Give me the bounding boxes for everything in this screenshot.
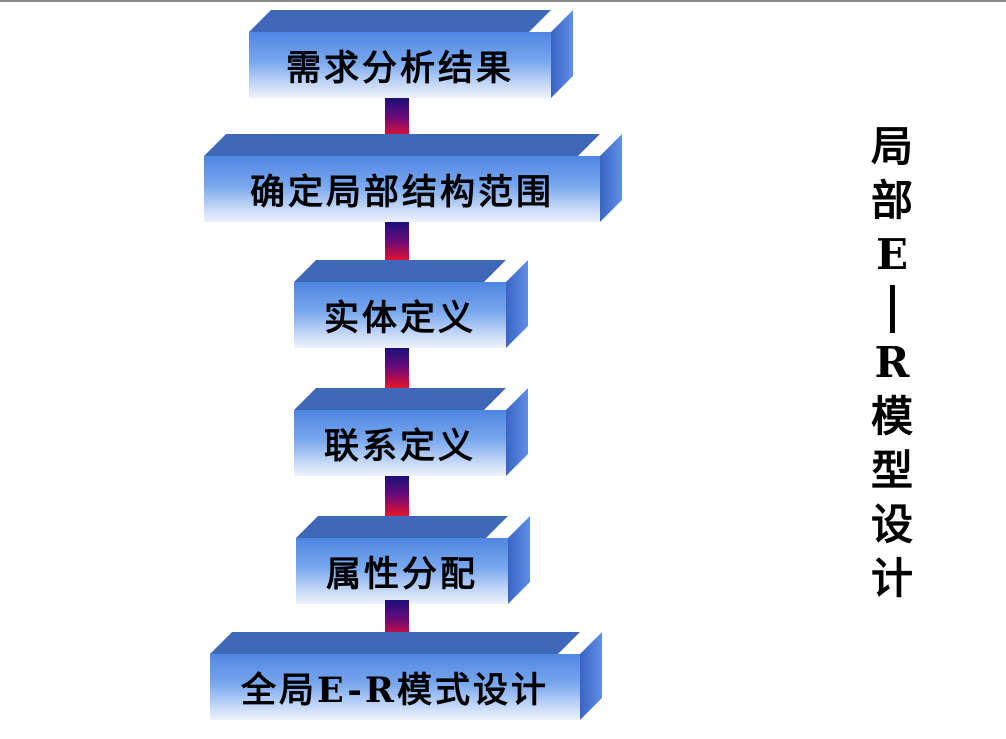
title-char: 设: [870, 500, 913, 549]
arrow-shaft: [385, 98, 409, 140]
step-label: 确定局部结构范围: [204, 156, 600, 222]
step-box-entity-definition: 实体定义: [294, 260, 528, 348]
step-box-local-structure-scope: 确定局部结构范围: [204, 134, 622, 222]
arrow-shaft: [385, 222, 409, 264]
box-side-face: [551, 10, 573, 98]
box-side-face: [506, 260, 528, 348]
box-top-face: [294, 260, 506, 282]
top-divider-line: [0, 0, 1006, 2]
title-char: 部: [870, 176, 913, 225]
step-label: 联系定义: [294, 410, 506, 476]
box-top-face: [249, 10, 551, 32]
step-label: 需求分析结果: [249, 32, 551, 98]
vertical-title: 局 部 E R 模 型 设 计: [862, 120, 922, 606]
title-char: 计: [870, 554, 913, 603]
title-divider-bar: [889, 285, 895, 333]
box-top-face: [294, 388, 506, 410]
step-label: 全局E-R模式设计: [210, 654, 580, 720]
box-side-face: [600, 134, 622, 222]
box-side-face: [580, 632, 602, 720]
box-side-face: [506, 388, 528, 476]
title-char: 模: [870, 392, 913, 441]
box-top-face: [296, 516, 508, 538]
arrow-shaft: [385, 476, 409, 518]
title-char: R: [874, 338, 910, 387]
step-box-attribute-assignment: 属性分配: [296, 516, 530, 604]
box-side-face: [508, 516, 530, 604]
step-box-global-er-design: 全局E-R模式设计: [210, 632, 602, 720]
title-char: 局: [870, 122, 913, 171]
step-label: 属性分配: [296, 538, 508, 604]
title-char: 型: [870, 446, 913, 495]
step-box-requirements-result: 需求分析结果: [249, 10, 573, 98]
step-box-relationship-definition: 联系定义: [294, 388, 528, 476]
title-char: E: [875, 230, 908, 279]
box-top-face: [210, 632, 580, 654]
step-label: 实体定义: [294, 282, 506, 348]
arrow-shaft: [385, 348, 409, 390]
box-top-face: [204, 134, 600, 156]
